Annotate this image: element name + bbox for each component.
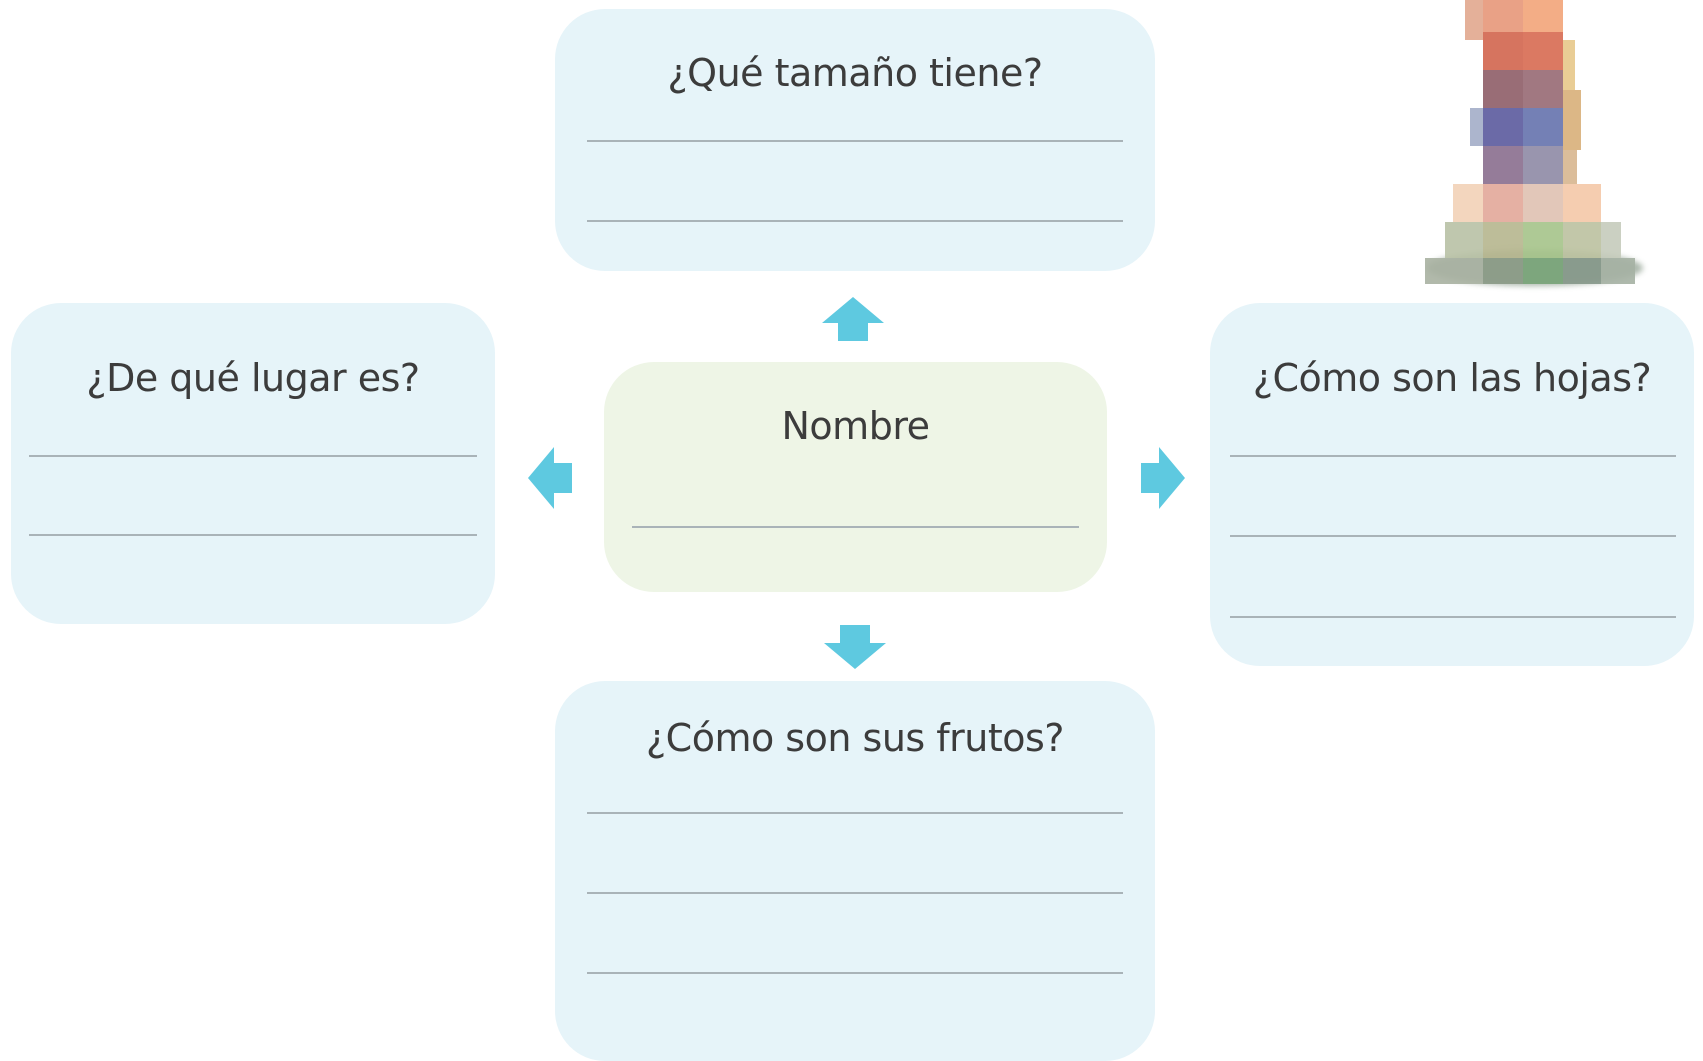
- question-leaves-title: ¿Cómo son las hojas?: [1252, 356, 1652, 400]
- answer-line-fruits-3[interactable]: [587, 972, 1123, 974]
- question-place-title: ¿De qué lugar es?: [86, 356, 420, 400]
- pixelated-child-figure: [1425, 0, 1643, 286]
- answer-line-size-2[interactable]: [587, 220, 1123, 222]
- question-box-place: ¿De qué lugar es?: [11, 303, 495, 624]
- question-box-fruits: ¿Cómo son sus frutos?: [555, 681, 1155, 1061]
- answer-line-size-1[interactable]: [587, 140, 1123, 142]
- question-fruits-title: ¿Cómo son sus frutos?: [646, 716, 1064, 760]
- answer-line-fruits-2[interactable]: [587, 892, 1123, 894]
- answer-line-place-1[interactable]: [29, 455, 477, 457]
- answer-line-place-2[interactable]: [29, 534, 477, 536]
- arrow-down-icon: [824, 625, 886, 669]
- question-box-size: ¿Qué tamaño tiene?: [555, 9, 1155, 271]
- arrow-left-icon: [528, 447, 572, 509]
- answer-line-leaves-3[interactable]: [1230, 616, 1676, 618]
- answer-line-fruits-1[interactable]: [587, 812, 1123, 814]
- answer-line-leaves-2[interactable]: [1230, 535, 1676, 537]
- question-size-title: ¿Qué tamaño tiene?: [667, 51, 1044, 95]
- answer-line-name[interactable]: [632, 526, 1079, 528]
- question-box-leaves: ¿Cómo son las hojas?: [1210, 303, 1694, 666]
- arrow-right-icon: [1141, 447, 1185, 509]
- answer-line-leaves-1[interactable]: [1230, 455, 1676, 457]
- center-name-title: Nombre: [781, 404, 930, 448]
- arrow-up-icon: [822, 297, 884, 341]
- center-box-name: Nombre: [604, 362, 1107, 592]
